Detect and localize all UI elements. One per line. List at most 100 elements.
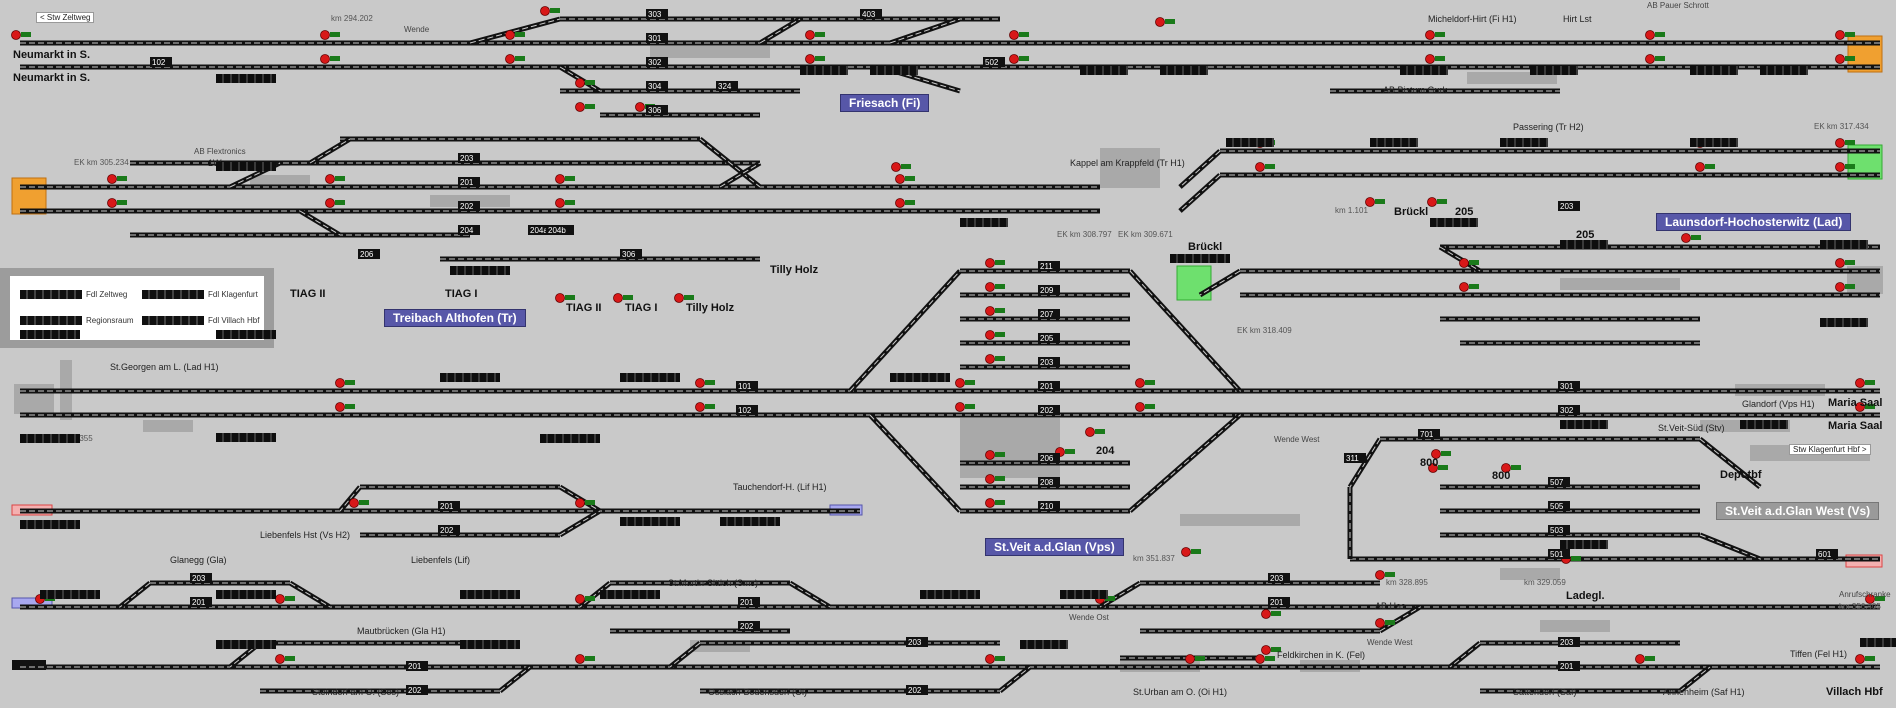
signal-light[interactable] bbox=[805, 54, 815, 64]
signal-aspect[interactable] bbox=[1705, 164, 1715, 169]
signal-light[interactable] bbox=[1365, 197, 1375, 207]
signal-light[interactable] bbox=[505, 54, 515, 64]
orange-area[interactable] bbox=[11, 177, 47, 215]
signal-aspect[interactable] bbox=[585, 656, 595, 661]
signal-aspect[interactable] bbox=[285, 596, 295, 601]
signal-aspect[interactable] bbox=[995, 260, 1005, 265]
signal-light[interactable] bbox=[1009, 54, 1019, 64]
track-section-block[interactable] bbox=[1560, 240, 1608, 249]
signal-light[interactable] bbox=[895, 174, 905, 184]
signal-aspect[interactable] bbox=[335, 176, 345, 181]
legend-item[interactable]: Fdl Villach Hbf bbox=[142, 316, 259, 326]
legend-item[interactable]: Fdl Zeltweg bbox=[20, 290, 127, 300]
signal-light[interactable] bbox=[325, 198, 335, 208]
signal-aspect[interactable] bbox=[585, 500, 595, 505]
signal-aspect[interactable] bbox=[585, 104, 595, 109]
signal-light[interactable] bbox=[1835, 138, 1845, 148]
signal-aspect[interactable] bbox=[1437, 199, 1447, 204]
track-section-block[interactable] bbox=[620, 517, 680, 526]
signal-light[interactable] bbox=[985, 306, 995, 316]
signal-light[interactable] bbox=[1855, 402, 1865, 412]
track-section-block[interactable] bbox=[1500, 138, 1548, 147]
track-section-block[interactable] bbox=[460, 590, 520, 599]
signal-light[interactable] bbox=[1009, 30, 1019, 40]
signal-aspect[interactable] bbox=[285, 656, 295, 661]
signal-light[interactable] bbox=[1375, 618, 1385, 628]
signal-light[interactable] bbox=[505, 30, 515, 40]
station-launsdorf[interactable]: Launsdorf-Hochosterwitz (Lad) bbox=[1656, 213, 1852, 231]
signal-light[interactable] bbox=[985, 474, 995, 484]
signal-aspect[interactable] bbox=[565, 176, 575, 181]
track-section-block[interactable] bbox=[216, 590, 276, 599]
signal-light[interactable] bbox=[275, 594, 285, 604]
track-section-block[interactable] bbox=[1820, 318, 1868, 327]
track-section-block[interactable] bbox=[1170, 254, 1230, 263]
station-stveit-vps[interactable]: St.Veit a.d.Glan (Vps) bbox=[985, 538, 1124, 556]
signal-aspect[interactable] bbox=[995, 356, 1005, 361]
signal-light[interactable] bbox=[985, 498, 995, 508]
signal-aspect[interactable] bbox=[330, 32, 340, 37]
signal-light[interactable] bbox=[320, 30, 330, 40]
signal-light[interactable] bbox=[1695, 162, 1705, 172]
signal-light[interactable] bbox=[1425, 30, 1435, 40]
signal-aspect[interactable] bbox=[1265, 656, 1275, 661]
signal-aspect[interactable] bbox=[1865, 380, 1875, 385]
signal-aspect[interactable] bbox=[815, 32, 825, 37]
signal-aspect[interactable] bbox=[1645, 656, 1655, 661]
signal-light[interactable] bbox=[1255, 162, 1265, 172]
track-section-block[interactable] bbox=[1740, 420, 1788, 429]
track-section-block[interactable] bbox=[540, 434, 600, 443]
signal-light[interactable] bbox=[1645, 30, 1655, 40]
signal-aspect[interactable] bbox=[901, 164, 911, 169]
signal-aspect[interactable] bbox=[1019, 32, 1029, 37]
signal-aspect[interactable] bbox=[1145, 404, 1155, 409]
track-section-block[interactable] bbox=[600, 590, 660, 599]
signal-light[interactable] bbox=[1428, 463, 1438, 473]
signal-light[interactable] bbox=[1261, 645, 1271, 655]
signal-light[interactable] bbox=[635, 102, 645, 112]
signal-light[interactable] bbox=[575, 594, 585, 604]
signal-light[interactable] bbox=[1255, 654, 1265, 664]
signal-aspect[interactable] bbox=[1845, 164, 1855, 169]
signal-aspect[interactable] bbox=[1865, 656, 1875, 661]
signal-aspect[interactable] bbox=[995, 332, 1005, 337]
signal-light[interactable] bbox=[1835, 30, 1845, 40]
signal-aspect[interactable] bbox=[1845, 284, 1855, 289]
track-section-block[interactable] bbox=[1370, 138, 1418, 147]
signal-aspect[interactable] bbox=[995, 476, 1005, 481]
signal-aspect[interactable] bbox=[684, 295, 694, 300]
signal-light[interactable] bbox=[985, 654, 995, 664]
signal-aspect[interactable] bbox=[585, 80, 595, 85]
signal-aspect[interactable] bbox=[1145, 380, 1155, 385]
signal-aspect[interactable] bbox=[565, 295, 575, 300]
track-section-block[interactable] bbox=[216, 162, 276, 171]
signal-aspect[interactable] bbox=[965, 380, 975, 385]
track-section-block[interactable] bbox=[216, 330, 276, 339]
track-section-block[interactable] bbox=[216, 640, 276, 649]
signal-aspect[interactable] bbox=[1655, 56, 1665, 61]
signal-aspect[interactable] bbox=[623, 295, 633, 300]
signal-light[interactable] bbox=[1155, 17, 1165, 27]
signal-aspect[interactable] bbox=[1385, 572, 1395, 577]
signal-light[interactable] bbox=[891, 162, 901, 172]
signal-light[interactable] bbox=[1681, 233, 1691, 243]
signal-aspect[interactable] bbox=[995, 284, 1005, 289]
track-section-block[interactable] bbox=[920, 590, 980, 599]
green-area[interactable] bbox=[1176, 265, 1212, 301]
signal-aspect[interactable] bbox=[565, 200, 575, 205]
track-section-block[interactable] bbox=[1400, 66, 1448, 75]
legend-item[interactable]: Regionsraum bbox=[20, 316, 134, 326]
track-section-block[interactable] bbox=[720, 517, 780, 526]
signal-aspect[interactable] bbox=[1865, 404, 1875, 409]
signal-light[interactable] bbox=[335, 402, 345, 412]
signal-aspect[interactable] bbox=[21, 32, 31, 37]
signal-light[interactable] bbox=[1425, 54, 1435, 64]
track-section-block[interactable] bbox=[1160, 66, 1208, 75]
signal-light[interactable] bbox=[1645, 54, 1655, 64]
signal-light[interactable] bbox=[575, 102, 585, 112]
signal-light[interactable] bbox=[674, 293, 684, 303]
signal-aspect[interactable] bbox=[705, 404, 715, 409]
track-section-block[interactable] bbox=[890, 373, 950, 382]
signal-aspect[interactable] bbox=[1845, 32, 1855, 37]
track-section-block[interactable] bbox=[1820, 240, 1868, 249]
